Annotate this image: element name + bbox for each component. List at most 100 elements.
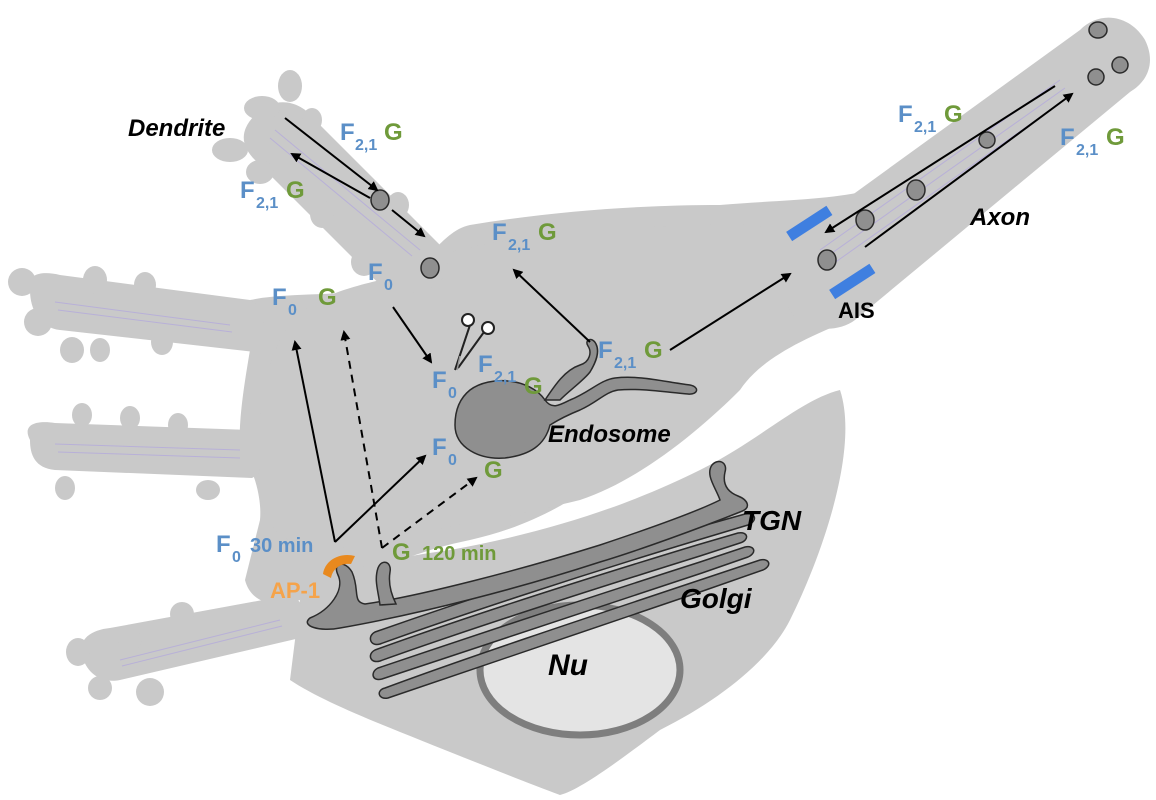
cargo-f: F [898,101,913,128]
spine [24,308,52,336]
endosome [454,338,698,459]
cargo-g: G [1106,124,1125,151]
tgn-tubule [306,460,749,630]
cargo-f: F [368,259,383,286]
cargo-sub: 0 [232,549,241,566]
cargo-f: F [272,284,287,311]
tgn-bud [375,561,398,606]
vesicle [978,131,996,149]
spine [8,268,36,296]
vesicle [1087,68,1105,86]
vesicle [370,189,390,211]
spine [302,108,322,132]
ap1-coat [323,554,355,578]
golgi-cisterna [372,545,755,681]
dendrite-left-3 [81,595,307,681]
arrow-f0-endosome [334,454,427,543]
ais-bar-upper [786,205,833,242]
spine [168,413,188,437]
golgi-cisterna [378,558,770,699]
spine [66,638,90,666]
cargo-g: G [384,119,403,146]
label-golgi: Golgi [680,583,753,614]
ais-bar-lower [829,263,876,300]
cargo-label: F 2,1 G [1060,124,1125,159]
arrow-endosome-axon [669,272,792,351]
vesicle [420,257,440,279]
label-ap1: AP-1 [270,578,320,603]
vesicle [906,179,926,201]
dendrite-top [243,102,448,294]
cargo-f: F [492,219,507,246]
spine [246,160,274,184]
cargo-f: F [598,337,613,364]
arrow-g-endosome-dashed [381,476,478,549]
spine [244,96,280,120]
golgi-apparatus [306,460,770,699]
cargo-label: F 0 G [432,434,503,484]
cargo-g: G [484,457,503,484]
label-nucleus: Nu [548,649,588,682]
cargo-sub: 0 [448,452,457,469]
arrow-axon-anterograde [864,92,1074,248]
spine [351,248,377,276]
vesicle [1088,21,1108,39]
cargo-f: F [478,351,493,378]
arrow-endosome-dendrite [512,268,591,343]
spine [170,602,194,626]
spine [55,476,75,500]
vesicle [817,249,837,271]
cargo-g: G [524,373,543,400]
cargo-f: F [432,434,447,461]
cargo-sub: 0 [384,277,393,294]
cargo-label: F 0 [368,259,393,294]
spine [136,678,164,706]
arrow-f0-up [291,340,336,543]
spine [212,138,248,162]
cargo-label: F 2,1 G [240,177,305,212]
spine [72,403,92,427]
cargo-sub: 2,1 [256,195,278,212]
cargo-sub: 0 [288,302,297,319]
cargo-label: F 2,1 G [492,219,557,254]
arrow-dendrite-out [290,153,371,199]
time-f0: 30 min [250,535,313,557]
cargo-g: G [392,539,411,566]
spine [83,266,107,294]
arrow-axon-retrograde [824,85,1056,234]
label-tgn: TGN [742,505,802,536]
label-dendrite: Dendrite [128,115,225,142]
vesicles [370,21,1129,279]
cargo-sub: 2,1 [914,119,936,136]
cargo-label: F 0 G [272,284,337,319]
dendrite-left-1 [29,273,265,352]
cargo-g: G [318,284,337,311]
arrow-dendrite-in [284,117,379,192]
arrow-dendrite-base [391,209,426,238]
cargo-f: F [340,119,355,146]
arrows [284,85,1074,549]
spine [88,676,112,700]
golgi-cisterna [369,531,748,663]
scissors-icon [454,313,495,371]
cargo-sub: 2,1 [1076,142,1098,159]
cargo-g: G [538,219,557,246]
spine [196,480,220,500]
spine [90,338,110,362]
spine [60,337,84,363]
spine [134,272,156,298]
cargo-f: F [432,367,447,394]
arrow-g-up-dashed [340,330,383,549]
cargo-label: F 2,1 G [478,351,543,400]
cargo-label: F 0 [432,367,457,402]
label-ais: AIS [838,298,875,323]
cargo-sub: 0 [448,385,457,402]
cargo-f: F [240,177,255,204]
cargo-g: G [944,101,963,128]
label-endosome: Endosome [548,421,671,448]
label-axon: Axon [969,204,1030,231]
endosome-body [454,376,698,459]
endosome-tubule [543,338,599,401]
